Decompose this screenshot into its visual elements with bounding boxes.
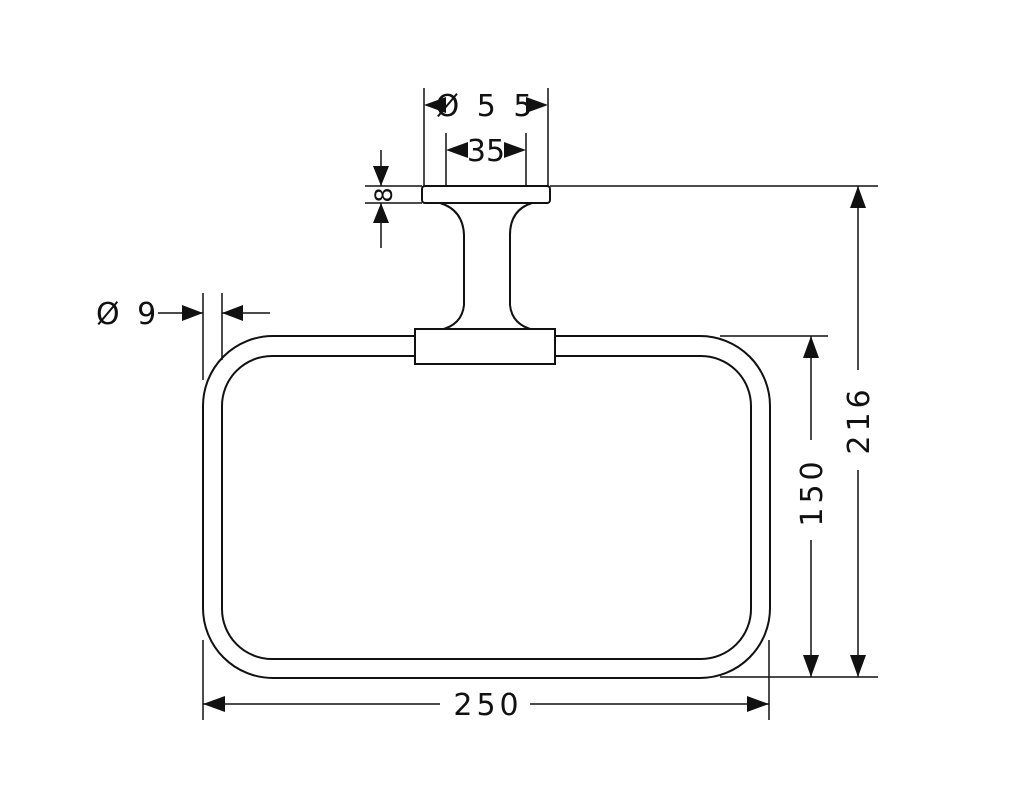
dimension-rosette-thickness: 8 bbox=[370, 150, 398, 248]
product-outline bbox=[202, 185, 771, 679]
dimension-rosette-diameter-label: Ø 5 5 bbox=[436, 89, 537, 124]
dimension-total-height: 216 bbox=[842, 186, 877, 677]
ring-outer bbox=[202, 335, 771, 679]
dimension-width-label: 250 bbox=[453, 688, 522, 723]
dimension-ring-height: 150 bbox=[795, 336, 830, 677]
stem bbox=[439, 202, 535, 331]
dimension-total-height-label: 216 bbox=[842, 385, 877, 454]
dimension-rosette-thickness-label: 8 bbox=[370, 187, 398, 202]
extension-lines bbox=[202, 88, 878, 720]
clamp bbox=[414, 328, 556, 365]
dimension-bar-diameter: Ø 9 bbox=[96, 297, 270, 332]
dimension-width: 250 bbox=[203, 688, 769, 723]
mounting-plate bbox=[421, 185, 551, 204]
dimension-bar-diameter-label: Ø 9 bbox=[96, 297, 160, 332]
dimension-rosette-inner-label: 35 bbox=[467, 134, 505, 169]
dimension-rosette-diameter: Ø 5 5 bbox=[424, 89, 548, 124]
dimension-rosette-inner: 35 bbox=[446, 134, 526, 169]
ring-inner bbox=[221, 355, 752, 660]
dimension-ring-height-label: 150 bbox=[795, 457, 830, 526]
